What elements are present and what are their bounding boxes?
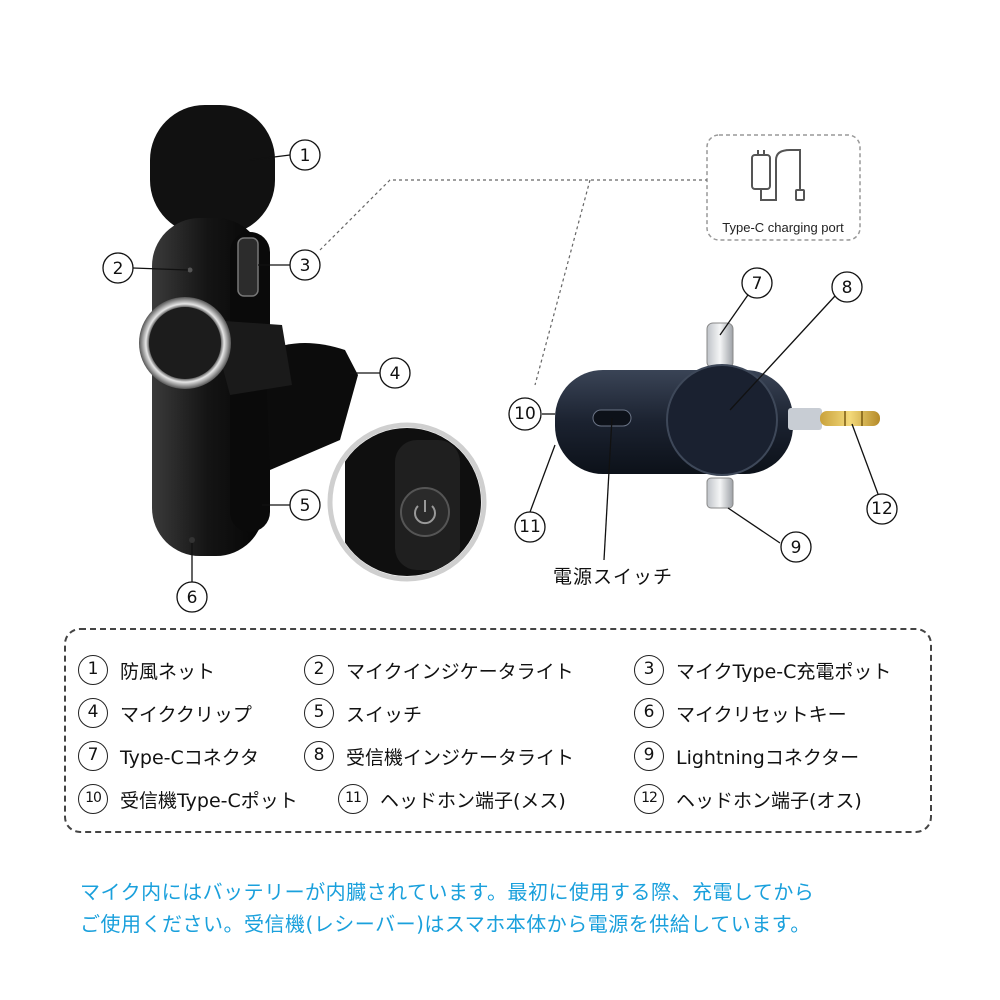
legend-text: マイクType-C充電ポット: [676, 660, 892, 683]
microphone-unit: [139, 105, 358, 556]
legend-text: 受信機インジケータライト: [346, 746, 575, 769]
svg-text:4: 4: [390, 364, 401, 384]
legend-item: 2 マイクインジケータライト: [304, 650, 574, 690]
svg-text:7: 7: [752, 274, 763, 294]
legend-text: 防風ネット: [120, 660, 216, 683]
callout-12: 12: [866, 493, 898, 525]
legend-item: 6 マイクリセットキー: [634, 693, 847, 733]
mic-reset-key: [189, 537, 195, 543]
legend-row: 4 マイククリップ 5 スイッチ 6 マイクリセットキー: [66, 693, 930, 733]
receiver-unit: [555, 322, 880, 509]
legend-item: 7 Type-Cコネクタ: [78, 736, 259, 776]
legend-text: マイククリップ: [120, 703, 252, 726]
callout-11: 11: [514, 511, 546, 543]
callout-4: 4: [379, 357, 411, 389]
svg-text:5: 5: [300, 496, 311, 516]
svg-text:12: 12: [871, 499, 893, 519]
legend-row: 1 防風ネット 2 マイクインジケータライト 3 マイクType-C充電ポット: [66, 650, 930, 690]
callout-2: 2: [102, 252, 134, 284]
legend-item: 1 防風ネット: [78, 650, 215, 690]
headphone-plug-jack: [820, 411, 880, 426]
charging-cable-icon: [751, 149, 805, 201]
power-switch-label: 電源スイッチ: [553, 566, 674, 588]
callout-5: 5: [289, 489, 321, 521]
legend-number: 2: [304, 655, 334, 685]
switch-zoom-view: [327, 422, 487, 582]
headphone-plug-collar: [788, 408, 822, 430]
legend-item: 4 マイククリップ: [78, 693, 252, 733]
callout-9: 9: [780, 531, 812, 563]
legend-number: 6: [634, 698, 664, 728]
power-icon: [414, 500, 436, 525]
charging-port-box: Type-C charging port: [706, 134, 861, 241]
note-line: マイク内にはバッテリーが内臓されています。最初に使用する際、充電してから: [80, 880, 815, 904]
svg-text:2: 2: [113, 259, 124, 279]
legend-number: 7: [78, 741, 108, 771]
svg-text:8: 8: [842, 278, 853, 298]
legend-number: 12: [634, 784, 664, 814]
note-line: ご使用ください。受信機(レシーバー)はスマホ本体から電源を供給しています。: [80, 912, 811, 936]
svg-text:11: 11: [519, 517, 541, 537]
callout-8: 8: [831, 271, 863, 303]
legend-number: 11: [338, 784, 368, 814]
charging-port-label: Type-C charging port: [722, 220, 844, 235]
svg-text:1: 1: [300, 146, 311, 166]
legend-text: マイクリセットキー: [676, 703, 847, 726]
product-illustration: Type-C charging port 1 2 3 4 5 6 7 8 9 1…: [102, 105, 898, 613]
legend-item: 5 スイッチ: [304, 693, 422, 733]
callout-7: 7: [741, 267, 773, 299]
svg-text:3: 3: [300, 256, 311, 276]
callout-10: 10: [508, 397, 542, 431]
legend-text: Type-Cコネクタ: [120, 746, 260, 769]
legend-item: 9 Lightningコネクター: [634, 736, 859, 776]
mic-charging-port: [237, 237, 259, 297]
legend-number: 10: [78, 784, 108, 814]
lightning-connector: [706, 477, 734, 509]
legend-item: 12 ヘッドホン端子(オス): [634, 779, 862, 819]
legend-number: 3: [634, 655, 664, 685]
callout-6: 6: [176, 581, 208, 613]
windscreen-foam: [150, 105, 275, 235]
mic-indicator-light: [187, 267, 193, 273]
legend-text: 受信機Type-Cポット: [120, 789, 298, 812]
svg-text:10: 10: [514, 404, 536, 424]
battery-note: マイク内にはバッテリーが内臓されています。最初に使用する際、充電してから ご使用…: [80, 876, 960, 940]
charging-port-frame: [706, 134, 861, 241]
legend-text: マイクインジケータライト: [346, 660, 574, 683]
legend-item: 8 受信機インジケータライト: [304, 736, 574, 776]
clip-magnet-center: [149, 307, 221, 379]
legend-text: ヘッドホン端子(メス): [380, 789, 566, 812]
legend-number: 4: [78, 698, 108, 728]
legend-number: 1: [78, 655, 108, 685]
legend-row: 10 受信機Type-Cポット 11 ヘッドホン端子(メス) 12 ヘッドホン端子(オ…: [66, 779, 930, 819]
receiver-indicator-dial: [666, 364, 778, 476]
pointer-lines: [319, 179, 707, 386]
legend-text: スイッチ: [346, 703, 423, 726]
legend-item: 3 マイクType-C充電ポット: [634, 650, 891, 690]
svg-text:9: 9: [791, 538, 802, 558]
callout-1: 1: [289, 139, 321, 171]
legend-item: 10 受信機Type-Cポット: [78, 779, 298, 819]
svg-text:6: 6: [187, 588, 198, 608]
parts-legend: 1 防風ネット 2 マイクインジケータライト 3 マイクType-C充電ポット 4 マイ…: [64, 628, 932, 833]
legend-text: ヘッドホン端子(オス): [676, 789, 862, 812]
leader-lines: [132, 154, 879, 582]
legend-row: 7 Type-Cコネクタ 8 受信機インジケータライト 9 Lightningコネクタ…: [66, 736, 930, 776]
callout-3: 3: [289, 249, 321, 281]
legend-item: 11 ヘッドホン端子(メス): [338, 779, 566, 819]
legend-number: 8: [304, 741, 334, 771]
legend-number: 9: [634, 741, 664, 771]
type-c-connector: [706, 322, 734, 369]
legend-number: 5: [304, 698, 334, 728]
legend-text: Lightningコネクター: [676, 746, 860, 769]
